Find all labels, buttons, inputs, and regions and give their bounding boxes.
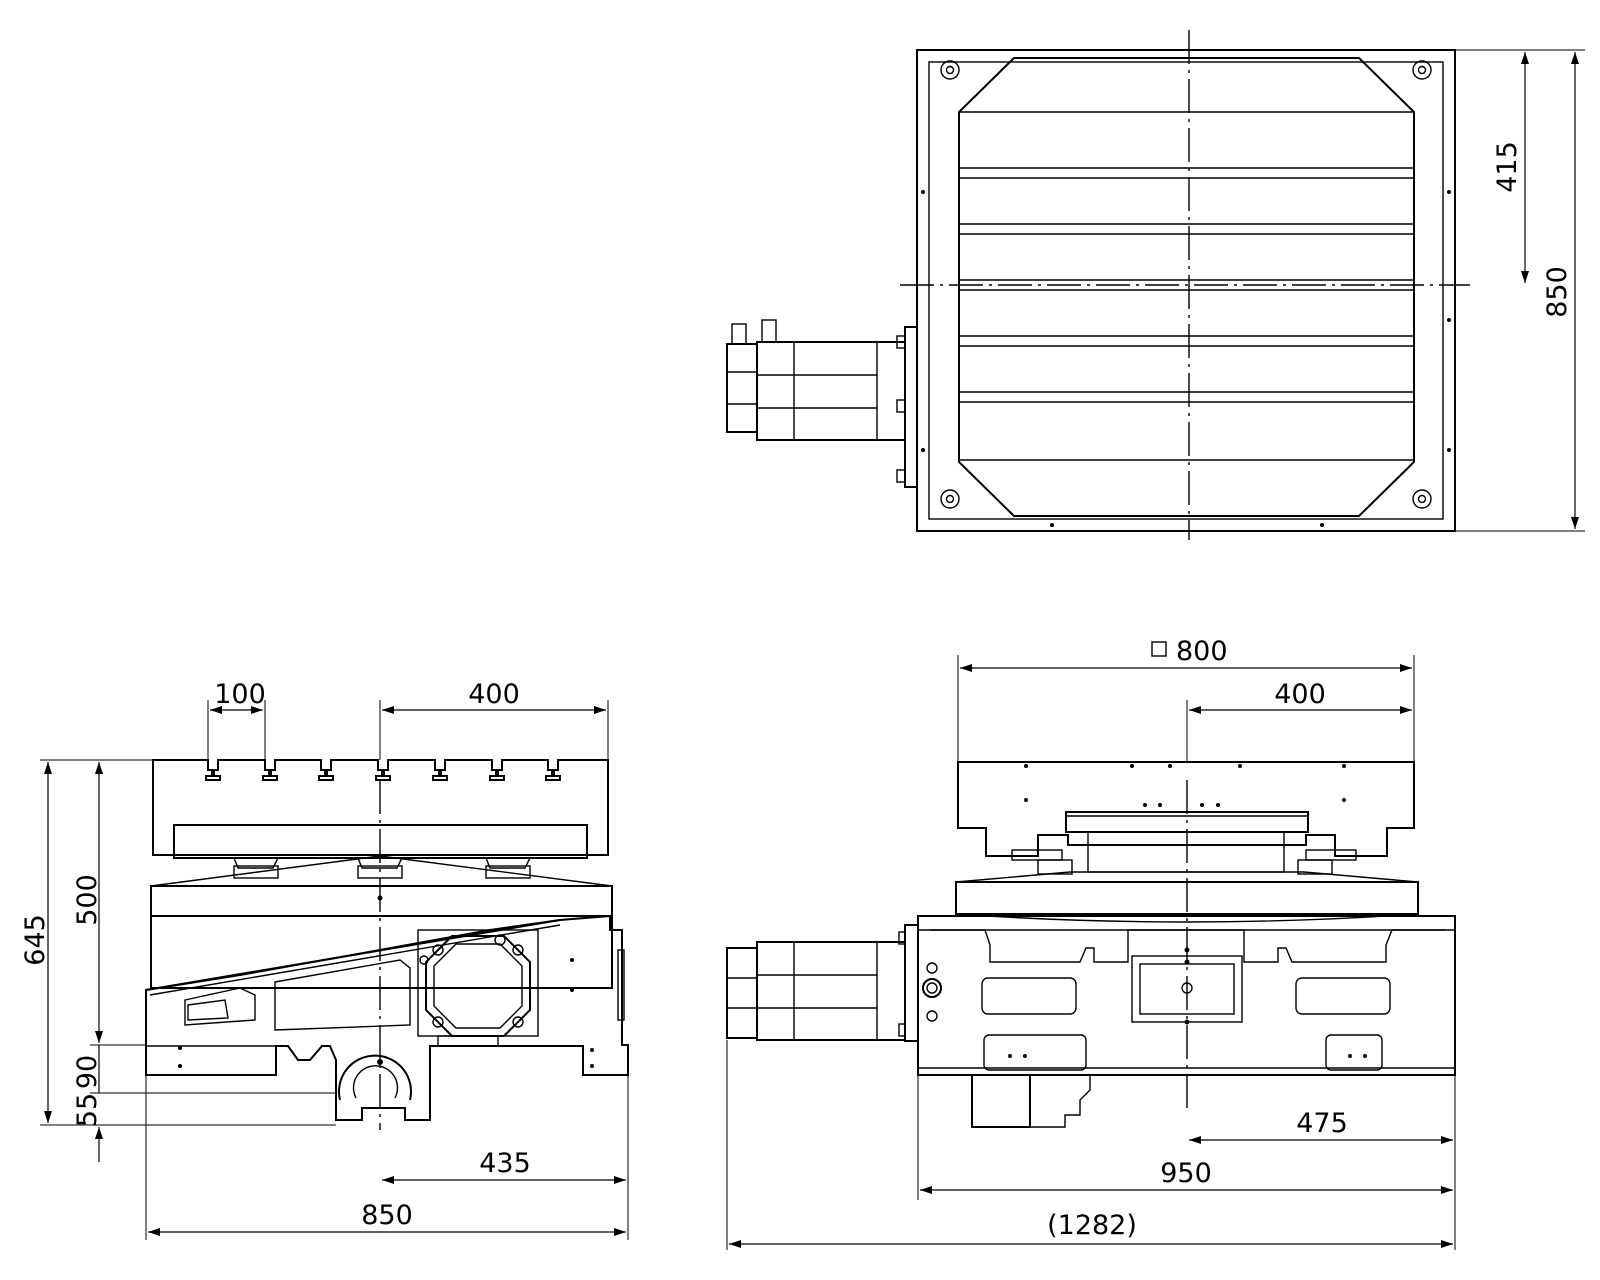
front-view-knobs <box>922 962 942 1022</box>
side-view-table-slotted <box>152 759 609 856</box>
side-view-base <box>145 914 629 1121</box>
dim-435: 435 <box>479 1148 531 1179</box>
dim-950: 950 <box>1160 1158 1212 1189</box>
front-view-gearbox <box>971 1074 1091 1128</box>
top-view-table-outline <box>958 57 1415 517</box>
dim-800: 800 <box>1176 636 1228 667</box>
side-view-housing <box>150 915 613 989</box>
front-view-clamps <box>1011 831 1357 875</box>
dim-415: 415 <box>1492 141 1523 193</box>
front-view-windows <box>981 955 1391 1071</box>
top-view-motor <box>726 319 918 488</box>
dim-400-front: 400 <box>1274 679 1326 710</box>
front-view-holes <box>1008 764 1367 1058</box>
square-symbol <box>1151 641 1167 657</box>
side-view-holes <box>178 895 594 1068</box>
dim-850-depth: 850 <box>1542 266 1573 318</box>
dim-1282: (1282) <box>1047 1210 1137 1241</box>
dim-90: 90 <box>72 1055 103 1089</box>
side-view-rotary-disc-body <box>150 885 613 917</box>
dim-55: 55 <box>72 1093 103 1127</box>
dim-850-width: 850 <box>361 1200 413 1231</box>
front-view-table <box>957 761 1415 857</box>
side-view-pallet-clamps <box>233 857 531 879</box>
top-view-frame-holes <box>921 190 1451 527</box>
dim-100: 100 <box>214 679 266 710</box>
side-view-windows <box>184 959 411 1031</box>
front-view-motor <box>726 924 919 1042</box>
top-view: 415 850 <box>726 30 1585 540</box>
side-view-saddle <box>338 1054 412 1101</box>
front-view: 800 400 475 950 (1282) <box>726 636 1456 1250</box>
dim-475: 475 <box>1296 1108 1348 1139</box>
top-view-corner-bolts <box>940 60 1432 509</box>
dim-400-side: 400 <box>468 679 520 710</box>
dim-645: 645 <box>20 914 51 966</box>
side-view: 100 400 645 500 90 55 435 850 <box>20 679 629 1240</box>
top-view-t-slots <box>959 111 1414 461</box>
side-view-rotary-disc <box>150 855 613 887</box>
top-view-inner-frame <box>928 61 1444 520</box>
top-view-base-frame <box>916 49 1456 532</box>
side-view-motor-mount <box>417 929 539 1047</box>
dim-500: 500 <box>72 874 103 926</box>
